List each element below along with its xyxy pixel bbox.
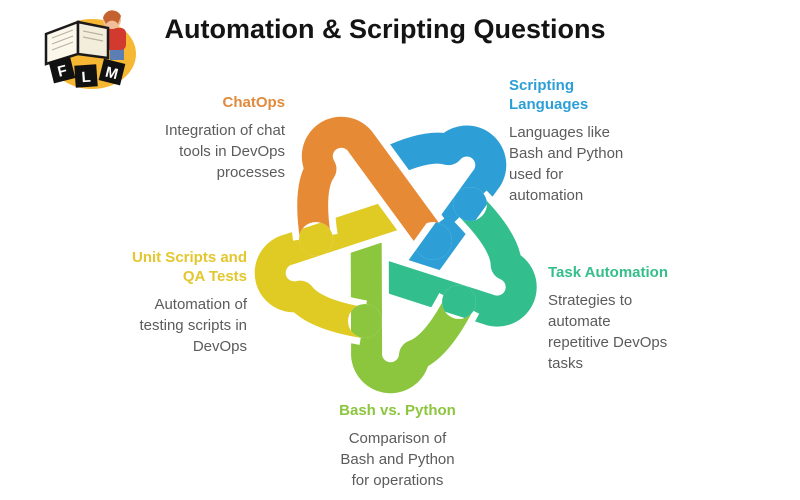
heading-line: Unit Scripts and [131,249,247,266]
logo-child [103,10,126,60]
body-line: Automation of [154,296,247,313]
body-line: tools in DevOps [179,143,285,160]
section-unit-scripts-qa-tests-heading: Unit Scripts and QA Tests [72,248,247,286]
heading-line: Bash vs. Python [339,402,456,419]
body-line: Languages like [509,124,610,141]
body-line: DevOps [192,338,247,355]
section-chatops-heading: ChatOps [120,93,285,112]
section-scripting-languages: Scripting Languages Languages like Bash … [509,76,659,206]
section-scripting-languages-heading: Scripting Languages [509,76,659,114]
logo-letter-tiles: F L M [48,56,126,88]
body-line: Bash and Python [509,145,624,162]
section-bash-vs-python-body: Comparison of Bash and Python for operat… [315,428,480,491]
body-line: Integration of chat [164,122,285,139]
body-line: used for [509,166,564,183]
flm-logo: F L M [44,10,136,89]
body-line: automation [509,187,584,204]
section-task-automation-heading: Task Automation [548,263,708,282]
section-chatops-body: Integration of chat tools in DevOps proc… [120,120,285,183]
heading-line: Scripting [509,77,575,94]
logo-letter-m: M [104,64,120,84]
body-line: repetitive DevOps [548,334,668,351]
logo-book-icon [44,20,110,66]
body-line: tasks [548,355,584,372]
section-unit-scripts-qa-tests: Unit Scripts and QA Tests Automation of … [72,248,247,357]
section-task-automation-body: Strategies to automate repetitive DevOps… [548,290,708,374]
section-scripting-languages-body: Languages like Bash and Python used for … [509,122,659,206]
body-line: Strategies to [548,292,633,309]
logo-letter-l: L [81,69,91,87]
logo-letter-f: F [56,62,69,81]
body-line: Comparison of [348,430,447,447]
section-bash-vs-python: Bash vs. Python Comparison of Bash and P… [315,401,480,491]
heading-line: QA Tests [182,268,247,285]
body-line: Bash and Python [340,451,455,468]
section-bash-vs-python-heading: Bash vs. Python [315,401,480,420]
heading-line: Languages [509,96,589,113]
heading-line: Task Automation [548,264,669,281]
section-chatops: ChatOps Integration of chat tools in Dev… [120,93,285,183]
body-line: processes [216,164,285,181]
section-unit-scripts-qa-tests-body: Automation of testing scripts in DevOps [72,294,247,357]
heading-line: ChatOps [222,94,285,111]
page-title: Automation & Scripting Questions [164,14,606,44]
body-line: testing scripts in [139,317,247,334]
body-line: for operations [351,472,444,489]
section-task-automation: Task Automation Strategies to automate r… [548,263,708,374]
body-line: automate [548,313,611,330]
